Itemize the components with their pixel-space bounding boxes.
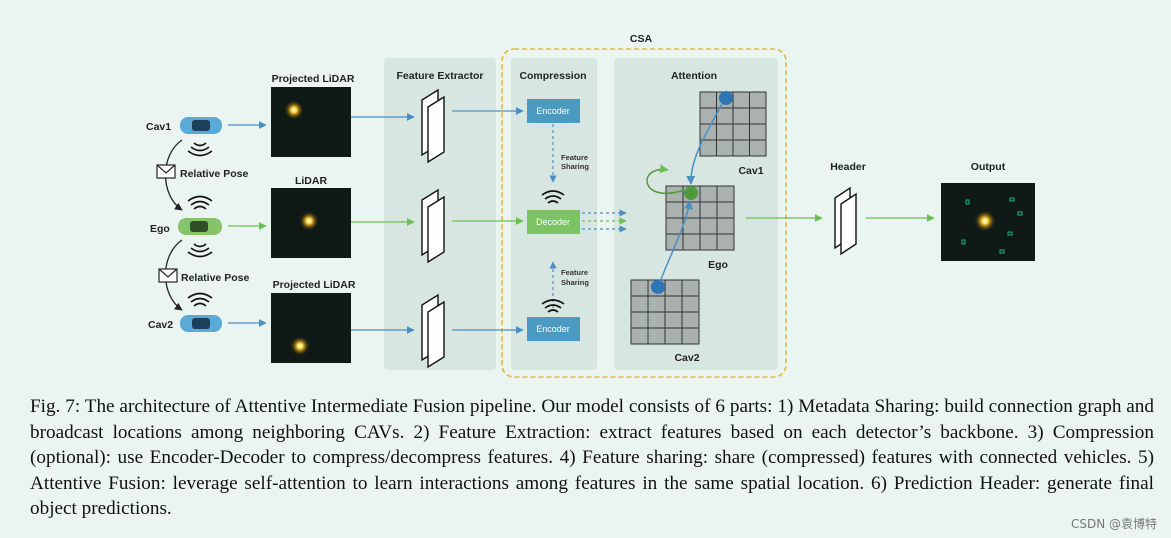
attention-arrow-cav1 (686, 103, 723, 185)
feature-sharing-label-bottom-2: Sharing (561, 278, 589, 287)
cav1-label: Cav1 (146, 121, 171, 133)
compression-label: Compression (519, 70, 586, 82)
lidar-image-top (271, 87, 351, 157)
wifi-icon (187, 142, 213, 157)
feature-extractor-block-bottom (421, 293, 445, 369)
ego-label: Ego (150, 223, 170, 235)
wifi-icon (187, 195, 213, 210)
header-block (834, 186, 857, 256)
feature-extractor-block-mid (421, 188, 445, 264)
wifi-icon (187, 292, 213, 307)
encoder-box-bottom (527, 317, 580, 341)
grid-ego (665, 185, 735, 251)
projected-lidar-label-top: Projected LiDAR (272, 73, 355, 85)
wifi-icon (541, 299, 565, 313)
lidar-hotspot (284, 100, 304, 120)
csa-border (501, 48, 787, 378)
lidar-image-bottom (271, 293, 351, 363)
grid-cav1 (699, 91, 767, 157)
output-label: Output (971, 161, 1006, 173)
lidar-hotspot (290, 336, 310, 356)
encoder-label-bottom: Encoder (536, 324, 570, 334)
ego-feature-dot (684, 186, 698, 200)
relative-pose-label-top: Relative Pose (180, 168, 248, 180)
relative-pose-label-bottom: Relative Pose (181, 272, 249, 284)
attention-label: Attention (671, 70, 717, 82)
encoder-label-top: Encoder (536, 106, 570, 116)
lidar-hotspot (299, 211, 319, 231)
feature-sharing-label-top-1: Feature (561, 153, 588, 162)
grid-label-ego: Ego (708, 259, 728, 271)
feature-sharing-label-top-2: Sharing (561, 162, 589, 171)
cav1-vehicle (180, 117, 222, 134)
figure-caption: Fig. 7: The architecture of Attentive In… (30, 396, 1154, 519)
output-hotspot (974, 210, 996, 232)
cav2-feature-dot (651, 280, 665, 294)
prediction-boxes (961, 197, 1023, 254)
watermark: CSDN @袁博特 (1070, 517, 1157, 531)
wifi-icon (541, 190, 565, 204)
cav1-feature-dot (719, 91, 733, 105)
feature-extractor-block-top (421, 88, 445, 164)
lidar-label-mid: LiDAR (295, 175, 327, 187)
decoder-box (527, 210, 580, 234)
envelope-icon (158, 268, 178, 283)
wifi-icon (187, 243, 213, 258)
decoder-label: Decoder (536, 217, 570, 227)
envelope-icon (156, 164, 176, 179)
header-label: Header (830, 161, 866, 173)
self-attention-loop (646, 164, 685, 195)
ego-vehicle (178, 218, 222, 235)
cav2-vehicle (180, 315, 222, 332)
encoder-box-top (527, 99, 580, 123)
projected-lidar-label-bottom: Projected LiDAR (273, 279, 356, 291)
grid-label-cav2: Cav2 (674, 352, 699, 364)
grid-label-cav1: Cav1 (738, 165, 763, 177)
csa-label: CSA (630, 33, 653, 45)
grid-cav2 (630, 279, 700, 345)
feature-sharing-label-bottom-1: Feature (561, 268, 588, 277)
architecture-diagram: Feature Extractor CSA Compression Attent… (146, 33, 1035, 378)
cav2-label: Cav2 (148, 319, 173, 331)
attention-arrow-cav2 (659, 200, 693, 283)
feature-extractor-label: Feature Extractor (397, 70, 484, 82)
